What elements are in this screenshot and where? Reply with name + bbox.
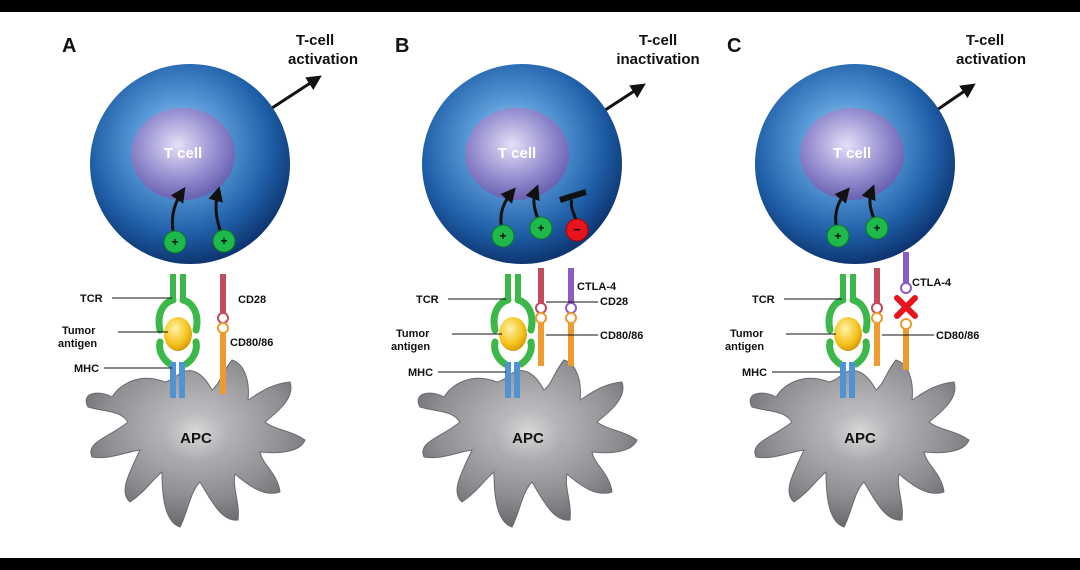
outcome-line2: inactivation [616, 51, 699, 68]
ctla4-receptor [565, 268, 577, 314]
tcr-receptor [490, 274, 536, 334]
mhc-molecule [156, 338, 200, 398]
inhibition-bar [559, 189, 587, 203]
label-cd28: CD28 [600, 296, 628, 308]
t-cell-label: T cell [164, 145, 202, 162]
label-tcr: TCR [416, 294, 439, 306]
panel-a: A T-cell activation APC T cell + + [58, 32, 358, 528]
label-ctla4: CTLA-4 [577, 281, 617, 293]
cd28-receptor [535, 268, 547, 314]
label-cd80-86: CD80/86 [936, 330, 979, 342]
panel-letter: B [395, 35, 409, 57]
positive-signal: + [865, 216, 889, 240]
svg-text:+: + [537, 221, 544, 235]
outcome-line2: activation [288, 51, 358, 68]
t-cell-nucleus [465, 108, 569, 200]
negative-signal: − [565, 218, 589, 242]
apc-label: APC [844, 430, 876, 447]
svg-text:+: + [499, 229, 506, 243]
block-x-icon [894, 295, 918, 319]
cd80-ligand [535, 312, 547, 366]
outcome-line2: activation [956, 51, 1026, 68]
tumor-antigen [834, 317, 862, 351]
label-tumor-2: antigen [725, 341, 764, 353]
positive-signal: + [529, 216, 553, 240]
t-cell: T cell [755, 64, 955, 264]
label-tumor-1: Tumor [396, 328, 430, 340]
apc-cell: APC [85, 359, 306, 528]
label-tumor-2: antigen [391, 341, 430, 353]
outcome-line1: T-cell [966, 32, 1004, 49]
panel-letter: C [727, 35, 741, 57]
apc-nucleus [824, 409, 896, 465]
outcome-line1: T-cell [639, 32, 677, 49]
cd80-ligand [900, 318, 912, 370]
svg-text:+: + [873, 221, 880, 235]
svg-text:−: − [573, 222, 581, 237]
t-cell-nucleus [131, 108, 235, 200]
svg-text:+: + [220, 234, 227, 248]
outcome-arrow [271, 75, 322, 110]
ctla4-receptor [900, 252, 912, 294]
label-tumor-1: Tumor [730, 328, 764, 340]
positive-signal: + [163, 230, 187, 254]
cd80-ligand [565, 312, 577, 366]
t-cell-label: T cell [498, 145, 536, 162]
apc-cell: APC [417, 359, 638, 528]
tcr-receptor [825, 274, 871, 334]
cd80-ligand [871, 312, 883, 366]
positive-signal: + [826, 224, 850, 248]
label-mhc: MHC [408, 367, 433, 379]
t-cell-label: T cell [833, 145, 871, 162]
tumor-antigen [164, 317, 192, 351]
mhc-molecule [826, 338, 870, 398]
tcr-receptor [155, 274, 201, 334]
svg-text:+: + [834, 229, 841, 243]
cd28-receptor [217, 274, 229, 324]
tumor-antigen [499, 317, 527, 351]
mhc-molecule [491, 338, 535, 398]
diagram-svg: A T-cell activation APC T cell + + [58, 32, 1026, 528]
apc-nucleus [492, 409, 564, 465]
apc-label: APC [512, 430, 544, 447]
t-cell: T cell [422, 64, 622, 264]
positive-signal: + [212, 229, 236, 253]
label-cd80-86: CD80/86 [230, 337, 273, 349]
figure: A T-cell activation APC T cell + + [0, 12, 1080, 558]
apc-nucleus [160, 409, 232, 465]
panel-b: B T-cell inactivation APC T cell + + − [391, 32, 700, 528]
svg-text:+: + [171, 235, 178, 249]
panel-c: C T-cell activation APC T cell + + [725, 32, 1026, 528]
apc-cell: APC [749, 359, 970, 528]
label-mhc: MHC [742, 367, 767, 379]
cd28-receptor [871, 268, 883, 314]
t-cell-nucleus [800, 108, 904, 200]
apc-label: APC [180, 430, 212, 447]
panel-letter: A [62, 35, 76, 57]
outcome-line1: T-cell [296, 32, 334, 49]
label-tcr: TCR [80, 293, 103, 305]
label-cd28: CD28 [238, 294, 266, 306]
cd80-ligand [217, 322, 229, 394]
positive-signal: + [491, 224, 515, 248]
label-tcr: TCR [752, 294, 775, 306]
label-ctla4: CTLA-4 [912, 277, 952, 289]
t-cell: T cell [90, 64, 290, 264]
label-mhc: MHC [74, 363, 99, 375]
label-cd80-86: CD80/86 [600, 330, 643, 342]
label-tumor-2: antigen [58, 338, 97, 350]
label-tumor-1: Tumor [62, 325, 96, 337]
